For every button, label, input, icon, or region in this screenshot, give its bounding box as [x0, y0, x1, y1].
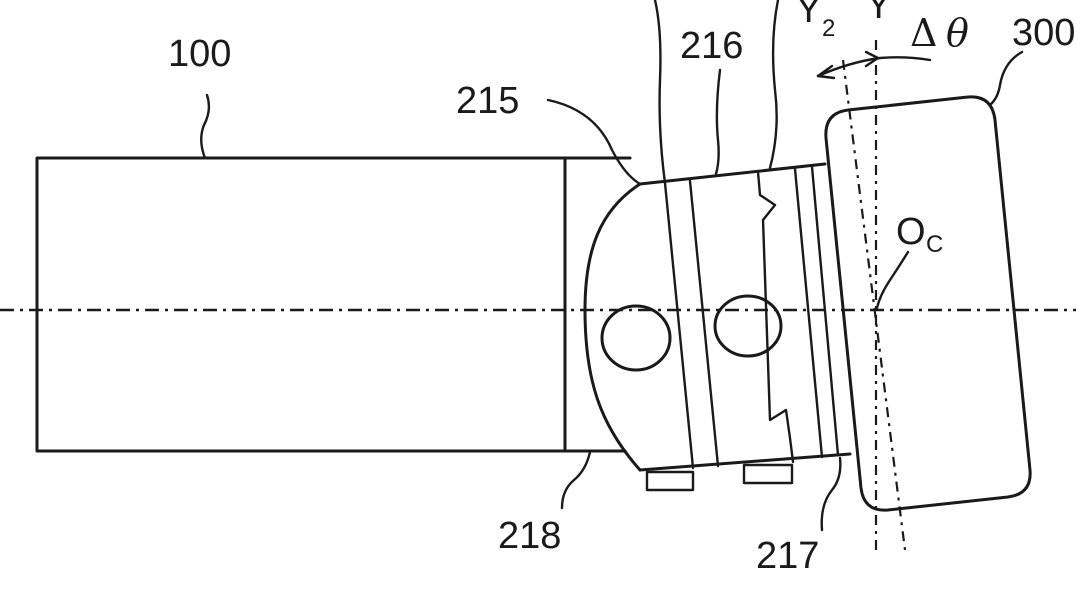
leader-oc — [875, 250, 910, 310]
leader-218 — [560, 450, 592, 510]
leader-216-left — [653, 0, 667, 185]
leader-216 — [714, 68, 722, 176]
label-axis-y2-sub: 2 — [822, 15, 835, 42]
head-block — [824, 95, 1032, 512]
axis-y2-line — [841, 59, 907, 551]
label-215: 215 — [456, 80, 519, 122]
label-center-o-sub: C — [926, 231, 943, 258]
leader-215 — [546, 98, 642, 186]
label-217: 217 — [756, 535, 819, 577]
delta-theta-arc — [816, 50, 932, 80]
label-theta: θ — [946, 11, 969, 55]
joint-section — [583, 162, 852, 492]
label-axis-y2: Y — [796, 0, 821, 31]
label-300: 300 — [1012, 12, 1075, 54]
label-218: 218 — [498, 515, 561, 557]
label-axis-y: Y — [866, 0, 891, 27]
leader-300 — [988, 50, 1024, 107]
label-216: 216 — [680, 25, 743, 67]
leader-100 — [200, 93, 211, 160]
housing-block — [35, 156, 632, 453]
label-center-o: O — [896, 211, 926, 253]
leader-217 — [820, 456, 842, 532]
label-delta: Δ — [910, 11, 937, 55]
label-100: 100 — [168, 33, 231, 75]
leader-216-right — [768, 0, 780, 170]
